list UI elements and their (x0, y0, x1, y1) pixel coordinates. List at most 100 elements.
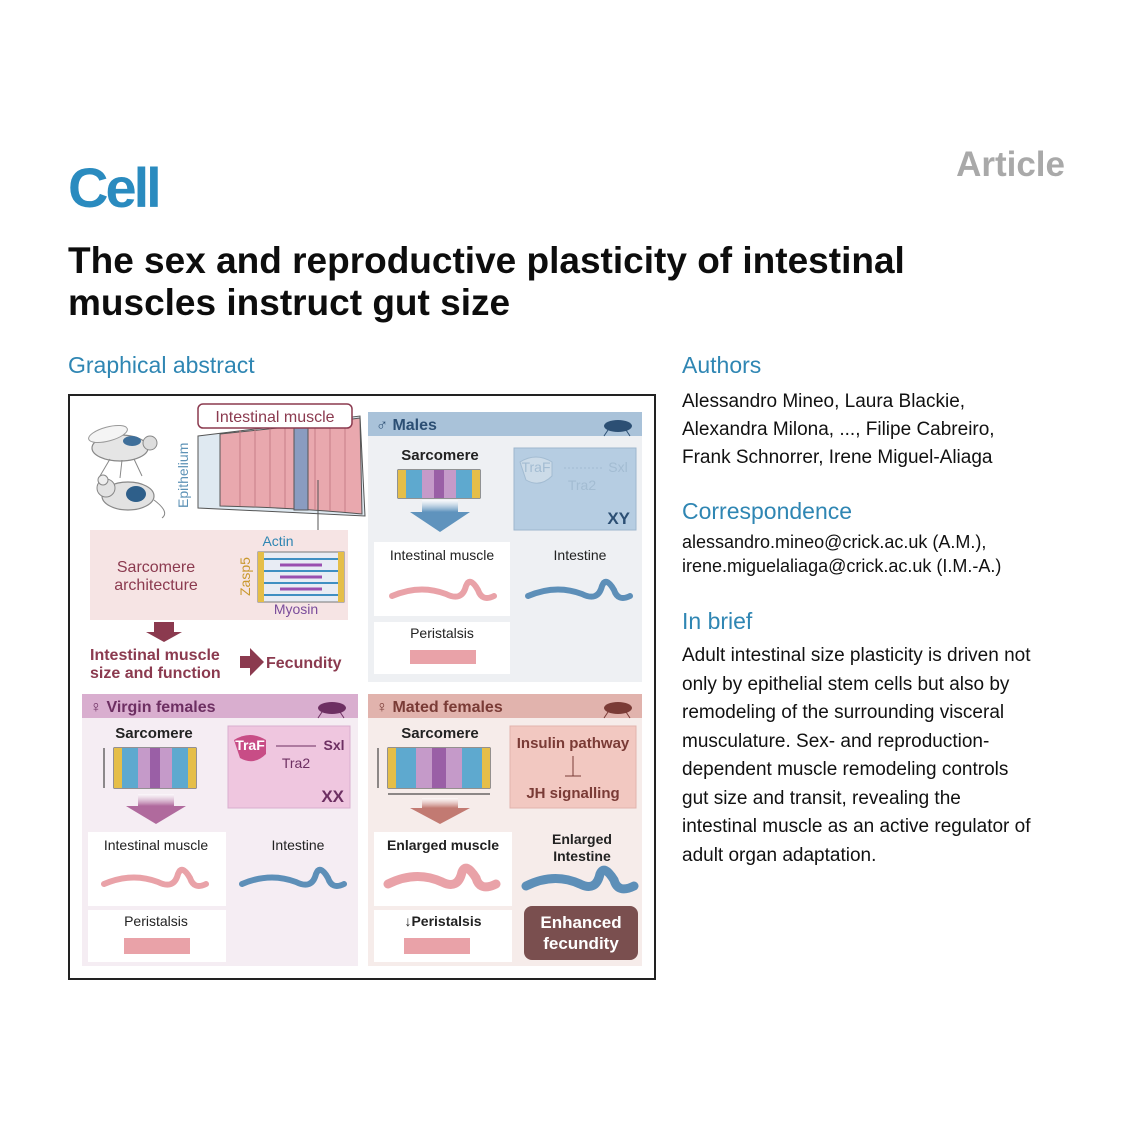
males-traf-label: TraF (521, 459, 550, 475)
paper-title: The sex and reproductive plasticity of i… (68, 240, 1068, 324)
virgin-intestine-gut-icon (239, 866, 347, 889)
mated-intestine-line1: Enlarged (552, 831, 612, 847)
mated-sarcomere-label: Sarcomere (401, 725, 479, 742)
males-heading: ♂ Males (376, 417, 437, 434)
mouse-icon (96, 474, 166, 519)
males-sarcomere-label: Sarcomere (401, 447, 479, 464)
title-line-1: The sex and reproductive plasticity of i… (68, 240, 905, 281)
zasp5-label: Zasp5 (237, 557, 253, 596)
mated-muscle-gut-icon (383, 863, 501, 892)
in-brief-text: Adult intestinal size plasticity is driv… (682, 642, 1082, 870)
enhanced-fecundity-line2: fecundity (543, 934, 619, 953)
in-brief-heading: In brief (682, 608, 753, 634)
virgin-down-arrow-shaft (138, 794, 174, 806)
sarcomere-architecture-line1: Sarcomere (117, 559, 195, 576)
correspondence-email[interactable]: irene.miguelaliaga@crick.ac.uk (I.M.-A.) (682, 556, 1002, 576)
in-brief-line: adult organ adaptation. (682, 844, 877, 866)
gut-tube (197, 415, 366, 517)
males-tra2-label: Tra2 (568, 477, 596, 493)
virgin-tra2-label: Tra2 (282, 755, 310, 771)
males-peristalsis-label: Peristalsis (410, 625, 474, 641)
mated-muscle-card (374, 832, 512, 906)
insulin-pathway-label: Insulin pathway (517, 735, 630, 752)
virgin-muscle-label: Intestinal muscle (104, 837, 208, 853)
in-brief-line: intestinal muscle as an active regulator… (682, 816, 1031, 837)
intestinal-muscle-tag (197, 403, 353, 429)
mated-fly-icon (603, 702, 632, 719)
jh-signalling-label: JH signalling (526, 785, 619, 802)
males-header (368, 412, 642, 436)
authors-heading: Authors (682, 352, 762, 378)
males-sxl-label: Sxl (608, 459, 627, 475)
authors-line: Frank Schnorrer, Irene Miguel-Aliaga (682, 447, 993, 468)
authors-line: Alessandro Mineo, Laura Blackie, (682, 391, 966, 412)
size-function-line2: size and function (90, 665, 221, 682)
mated-intestine-line2: Intestine (553, 848, 611, 864)
males-muscle-label: Intestinal muscle (390, 547, 494, 563)
virgin-intestine-label: Intestine (272, 837, 325, 853)
title-line-2: muscles instruct gut size (68, 282, 511, 323)
epithelium-label: Epithelium (175, 443, 191, 508)
graphical-abstract-figure: Epithelium Intestinal muscle Sarcomere a… (82, 403, 642, 966)
article-type-label: Article (956, 145, 1065, 184)
virgin-sarcomere-bar (113, 747, 197, 789)
males-peristalsis-card (374, 622, 510, 674)
journal-logo: Cell (68, 156, 162, 219)
in-brief-line: gut size and transit, revealing the (682, 787, 961, 809)
virgin-fly-icon (317, 702, 346, 719)
enhanced-fecundity-badge (524, 906, 638, 960)
myosin-label: Myosin (274, 601, 318, 617)
mated-down-arrow-head (410, 808, 470, 824)
mated-heading: ♀ Mated females (376, 699, 503, 716)
mated-peristalsis-label: ↓Peristalsis (404, 913, 481, 929)
authors-list: Alessandro Mineo, Laura Blackie, Alexand… (682, 388, 1082, 472)
fecundity-label: Fecundity (266, 655, 342, 672)
virgin-down-arrow-head (126, 806, 186, 824)
males-muscle-card (374, 542, 510, 616)
in-brief-line: remodeling of the surrounding visceral (682, 702, 1005, 723)
males-intestine-gut-icon (525, 578, 633, 601)
virgin-header (82, 694, 358, 718)
males-peristalsis-icon (410, 650, 476, 664)
virgin-sxl-label: Sxl (323, 737, 344, 753)
down-arrow (146, 622, 182, 642)
mated-muscle-label: Enlarged muscle (387, 837, 499, 853)
in-brief-line: Adult intestinal size plasticity is driv… (682, 645, 1031, 666)
fly-icon (88, 424, 158, 479)
males-down-arrow-shaft (422, 500, 458, 512)
virgin-sarcomere-label: Sarcomere (115, 725, 193, 742)
virgin-traf-shape (234, 735, 266, 762)
graphical-abstract-heading: Graphical abstract (68, 352, 255, 378)
virgin-traf-label: TraF (235, 737, 265, 753)
enhanced-fecundity-line1: Enhanced (540, 913, 621, 932)
males-sarcomere-bar (397, 469, 481, 499)
correspondence-heading: Correspondence (682, 498, 853, 524)
correspondence-email[interactable]: alessandro.mineo@crick.ac.uk (A.M.), (682, 532, 987, 552)
in-brief-line: musculature. Sex- and reproduction- (682, 730, 990, 752)
virgin-heading: ♀ Virgin females (90, 699, 216, 716)
right-arrow (240, 648, 264, 676)
mated-sarcomere-bar (387, 747, 491, 789)
size-function-line1: Intestinal muscle (90, 647, 220, 664)
virgin-muscle-card (88, 832, 226, 906)
virgin-peristalsis-icon (124, 938, 190, 954)
mated-intestine-gut-icon (521, 865, 639, 894)
in-brief-line: dependent muscle remodeling controls (682, 759, 1009, 780)
virgin-chromosome-label: XX (321, 787, 344, 806)
mated-peristalsis-icon (404, 938, 470, 954)
sarcomere-structure (257, 551, 345, 603)
mated-header (368, 694, 642, 718)
graphical-abstract: Epithelium Intestinal muscle Sarcomere a… (68, 394, 656, 980)
intestinal-muscle-label: Intestinal muscle (215, 409, 334, 426)
males-muscle-gut-icon (389, 578, 497, 601)
actin-label: Actin (262, 533, 293, 549)
authors-line: Alexandra Milona, ..., Filipe Cabreiro, (682, 419, 995, 440)
males-traf-shape (519, 456, 553, 484)
sarcomere-architecture-line2: architecture (114, 577, 198, 594)
in-brief-line: only by epithelial stem cells but also b… (682, 673, 1010, 695)
male-fly-icon (603, 420, 632, 437)
virgin-muscle-gut-icon (101, 866, 209, 889)
males-intestine-label: Intestine (554, 547, 607, 563)
correspondence-list: alessandro.mineo@crick.ac.uk (A.M.), ire… (682, 530, 1102, 578)
virgin-peristalsis-label: Peristalsis (124, 913, 188, 929)
